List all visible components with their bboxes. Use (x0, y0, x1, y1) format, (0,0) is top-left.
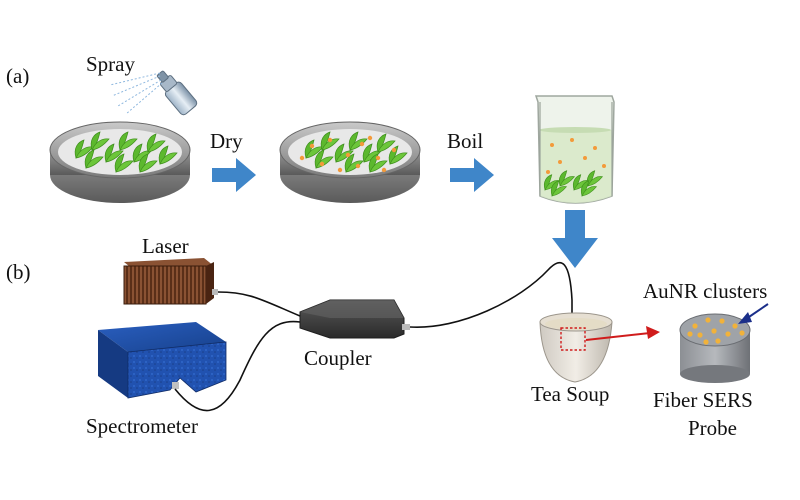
probe-label-line1: Fiber SERS (653, 388, 753, 412)
step-label-boil: Boil (447, 129, 484, 153)
laser-label: Laser (142, 234, 189, 258)
petri-dish-leaves (49, 121, 191, 203)
beaker-icon (534, 95, 615, 204)
coupler-device (299, 299, 410, 339)
spectrometer-label: Spectrometer (86, 414, 198, 438)
spray-bottle-icon (109, 70, 198, 116)
aunr-clusters-label: AuNR clusters (643, 279, 768, 303)
tea-cup-icon (539, 312, 613, 383)
step-label-spray: Spray (86, 52, 135, 76)
aunr-cluster-dots (687, 317, 745, 345)
aunr-particles (299, 135, 397, 173)
laser-device (123, 258, 218, 305)
flow-arrow-dry (212, 158, 256, 192)
flow-arrow-down (552, 210, 598, 268)
panel-label-b: (b) (6, 260, 31, 284)
optical-fibers (174, 261, 573, 412)
zoom-arrow-red (585, 326, 660, 341)
tea-soup-label: Tea Soup (531, 382, 610, 406)
step-label-dry: Dry (210, 129, 243, 153)
petri-dish-dried (279, 121, 421, 203)
spectrometer-device (98, 322, 227, 399)
pointer-arrow-blue (738, 303, 769, 324)
fiber-sers-probe-icon (679, 313, 751, 383)
coupler-label: Coupler (304, 346, 372, 370)
probe-label-line2: Probe (688, 416, 737, 440)
flow-arrow-boil (450, 158, 494, 192)
panel-label-a: (a) (6, 64, 30, 88)
